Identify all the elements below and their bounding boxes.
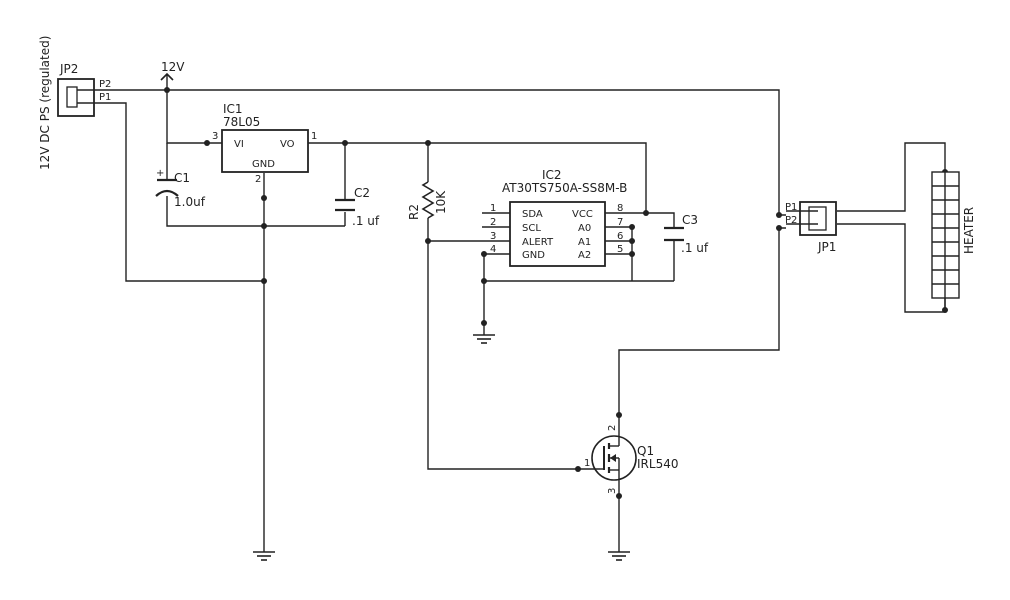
ic1-value: 78L05 — [223, 115, 260, 129]
ic2-pin-num: 2 — [490, 217, 496, 228]
ic2-temp-sensor: IC2 AT30TS750A-SS8M-B 1 2 3 4 SDA SCL AL… — [482, 168, 632, 267]
ic2-pin-num: 7 — [617, 217, 623, 228]
q1-pin-gate: 1 — [584, 458, 590, 469]
ic2-pin-name: SDA — [522, 209, 543, 220]
vcc-12v-symbol: 12V — [160, 60, 185, 81]
ground-symbol — [473, 328, 495, 344]
jp1-ref: JP1 — [817, 240, 836, 254]
ic2-pin-num: 5 — [617, 244, 623, 255]
ic2-pin-name: A1 — [578, 237, 591, 248]
ic2-pin-name: A0 — [578, 223, 591, 234]
ic2-pin-num: 8 — [617, 203, 623, 214]
jp1-pin-p2: P2 — [785, 215, 797, 226]
jp2-pin-p2: P2 — [99, 79, 111, 90]
ic2-value: AT30TS750A-SS8M-B — [502, 181, 627, 195]
heater-label: HEATER — [962, 207, 976, 254]
r2-value: 10K — [434, 190, 448, 214]
ic1-regulator: IC1 78L05 VI VO GND 3 1 2 — [212, 102, 317, 185]
ic1-ref: IC1 — [223, 102, 243, 116]
ic2-pin-num: 3 — [490, 231, 496, 242]
heater-element: HEATER — [931, 171, 976, 312]
q1-pin-source: 3 — [607, 488, 618, 494]
q1-value: IRL540 — [637, 457, 678, 471]
rail-12v-label: 12V — [161, 60, 185, 74]
q1-ref: Q1 — [637, 444, 654, 458]
c1-ref: C1 — [174, 171, 190, 185]
c1-plus-mark: + — [156, 168, 164, 179]
jp1-connector: P1 P2 JP1 — [785, 201, 837, 254]
c2-capacitor: C2 .1 uf — [335, 186, 380, 228]
supply-label: 12V DC PS (regulated) — [38, 36, 52, 170]
r2-ref: R2 — [407, 204, 421, 220]
c2-ref: C2 — [354, 186, 370, 200]
ic2-pin-num: 4 — [490, 244, 496, 255]
c2-value: .1 uf — [352, 214, 380, 228]
c3-value: .1 uf — [681, 241, 709, 255]
c1-value: 1.0uf — [174, 195, 206, 209]
q1-pin-drain: 2 — [607, 425, 618, 431]
r2-resistor: R2 10K — [407, 181, 448, 220]
jp2-pin-p1: P1 — [99, 92, 111, 103]
ic2-pin-name: VCC — [572, 209, 593, 220]
q1-mosfet: Q1 IRL540 1 2 3 — [584, 420, 678, 494]
ic2-pin-name: A2 — [578, 250, 591, 261]
ic2-pin-name: GND — [522, 250, 545, 261]
c1-capacitor: + C1 1.0uf — [155, 168, 206, 209]
ic2-pin-num: 1 — [490, 203, 496, 214]
ic1-vi-label: VI — [234, 139, 244, 150]
ic1-gnd-label: GND — [252, 159, 275, 170]
ic2-ref: IC2 — [542, 168, 562, 182]
c3-capacitor: C3 .1 uf — [664, 213, 709, 255]
junction-dots — [164, 87, 948, 499]
jp2-connector: JP2 P2 P1 — [57, 62, 111, 117]
ground-symbol — [253, 551, 275, 561]
ic1-vo-label: VO — [280, 139, 295, 150]
ic1-pin-2: 2 — [255, 174, 261, 185]
jp2-ref: JP2 — [59, 62, 78, 76]
jp1-pin-p1: P1 — [785, 202, 797, 213]
ic2-pin-name: SCL — [522, 223, 541, 234]
ic2-pin-name: ALERT — [522, 237, 554, 248]
ic1-pin-1: 1 — [311, 131, 317, 142]
ic2-pin-num: 6 — [617, 231, 623, 242]
ic1-pin-3: 3 — [212, 131, 218, 142]
ground-symbol — [608, 551, 630, 561]
c3-ref: C3 — [682, 213, 698, 227]
